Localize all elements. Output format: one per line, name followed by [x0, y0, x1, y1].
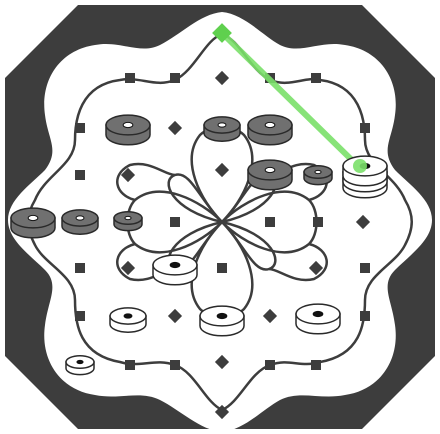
- light-piece[interactable]: [200, 306, 244, 336]
- light-piece[interactable]: [296, 304, 340, 334]
- dark-piece[interactable]: [248, 115, 292, 145]
- dark-piece[interactable]: [11, 208, 55, 238]
- dark-piece[interactable]: [114, 212, 142, 231]
- board-node-square[interactable]: [265, 360, 275, 370]
- board-node-square[interactable]: [311, 360, 321, 370]
- dark-piece[interactable]: [106, 115, 150, 145]
- dark-piece[interactable]: [204, 117, 240, 141]
- board-node-square[interactable]: [125, 73, 135, 83]
- board-node-square[interactable]: [265, 217, 275, 227]
- board-node-square[interactable]: [170, 73, 180, 83]
- board-node-square[interactable]: [75, 123, 85, 133]
- board-node-square[interactable]: [360, 263, 370, 273]
- light-piece[interactable]: [153, 255, 197, 285]
- move-target-marker[interactable]: [353, 159, 367, 173]
- board-node-square[interactable]: [170, 217, 180, 227]
- light-piece[interactable]: [66, 356, 94, 375]
- light-piece[interactable]: [110, 308, 146, 332]
- dark-piece[interactable]: [248, 160, 292, 190]
- board-node-square[interactable]: [360, 311, 370, 321]
- board-node-square[interactable]: [360, 123, 370, 133]
- board-node-square[interactable]: [217, 263, 227, 273]
- board-node-square[interactable]: [311, 73, 321, 83]
- board-node-square[interactable]: [75, 311, 85, 321]
- board-node-square[interactable]: [170, 360, 180, 370]
- board-node-square[interactable]: [75, 263, 85, 273]
- dark-piece[interactable]: [304, 166, 332, 185]
- board-node-square[interactable]: [75, 170, 85, 180]
- dark-piece[interactable]: [62, 210, 98, 234]
- board-node-square[interactable]: [313, 217, 323, 227]
- board-node-square[interactable]: [125, 360, 135, 370]
